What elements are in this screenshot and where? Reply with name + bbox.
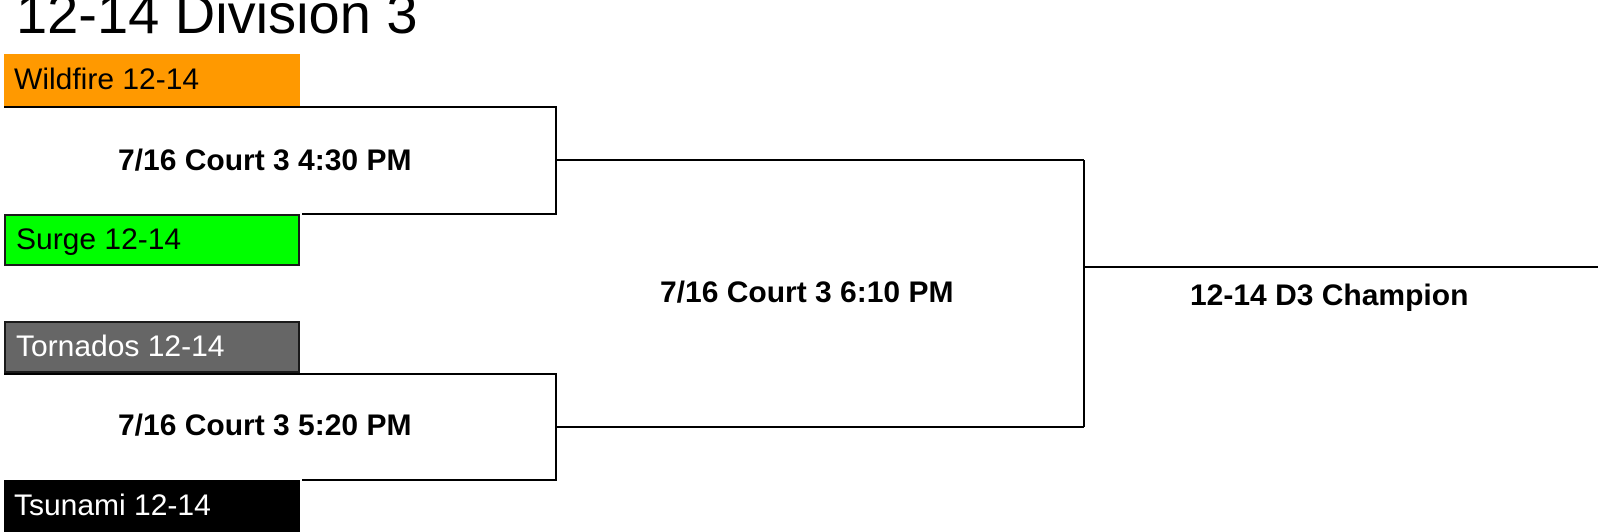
match-label-2: 7/16 Court 3 5:20 PM xyxy=(118,409,412,442)
bracket-title: 12-14 Division 3 xyxy=(16,0,418,45)
champion-label: 12-14 D3 Champion xyxy=(1190,279,1469,312)
team-box-tsunami: Tsunami 12-14 xyxy=(4,480,300,532)
team-name: Tsunami 12-14 xyxy=(14,489,211,522)
match-label-final: 7/16 Court 3 6:10 PM xyxy=(660,276,954,309)
team-name: Tornados 12-14 xyxy=(16,330,225,363)
team-box-tornados: Tornados 12-14 xyxy=(4,321,300,373)
team-box-surge: Surge 12-14 xyxy=(4,214,300,266)
team-box-wildfire: Wildfire 12-14 xyxy=(4,54,300,106)
team-name: Surge 12-14 xyxy=(16,223,182,256)
team-name: Wildfire 12-14 xyxy=(14,63,200,96)
match-label-1: 7/16 Court 3 4:30 PM xyxy=(118,144,412,177)
bracket-lines xyxy=(4,106,1598,481)
